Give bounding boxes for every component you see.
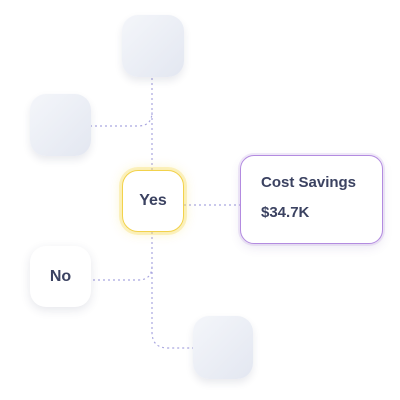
result-title: Cost Savings: [261, 174, 357, 191]
connector-no: [93, 265, 153, 281]
connector-left-upper: [90, 111, 153, 127]
yes-node[interactable]: Yes: [122, 170, 184, 232]
empty-node-bottom[interactable]: [193, 316, 253, 379]
cost-savings-card[interactable]: Cost Savings $34.7K: [240, 155, 383, 244]
empty-node-left[interactable]: [30, 94, 91, 156]
no-node[interactable]: No: [30, 246, 91, 307]
empty-node-top[interactable]: [122, 15, 184, 77]
connector-down: [151, 232, 194, 349]
no-label: No: [49, 267, 72, 285]
yes-label: Yes: [139, 192, 167, 209]
result-value: $34.7K: [261, 204, 310, 221]
